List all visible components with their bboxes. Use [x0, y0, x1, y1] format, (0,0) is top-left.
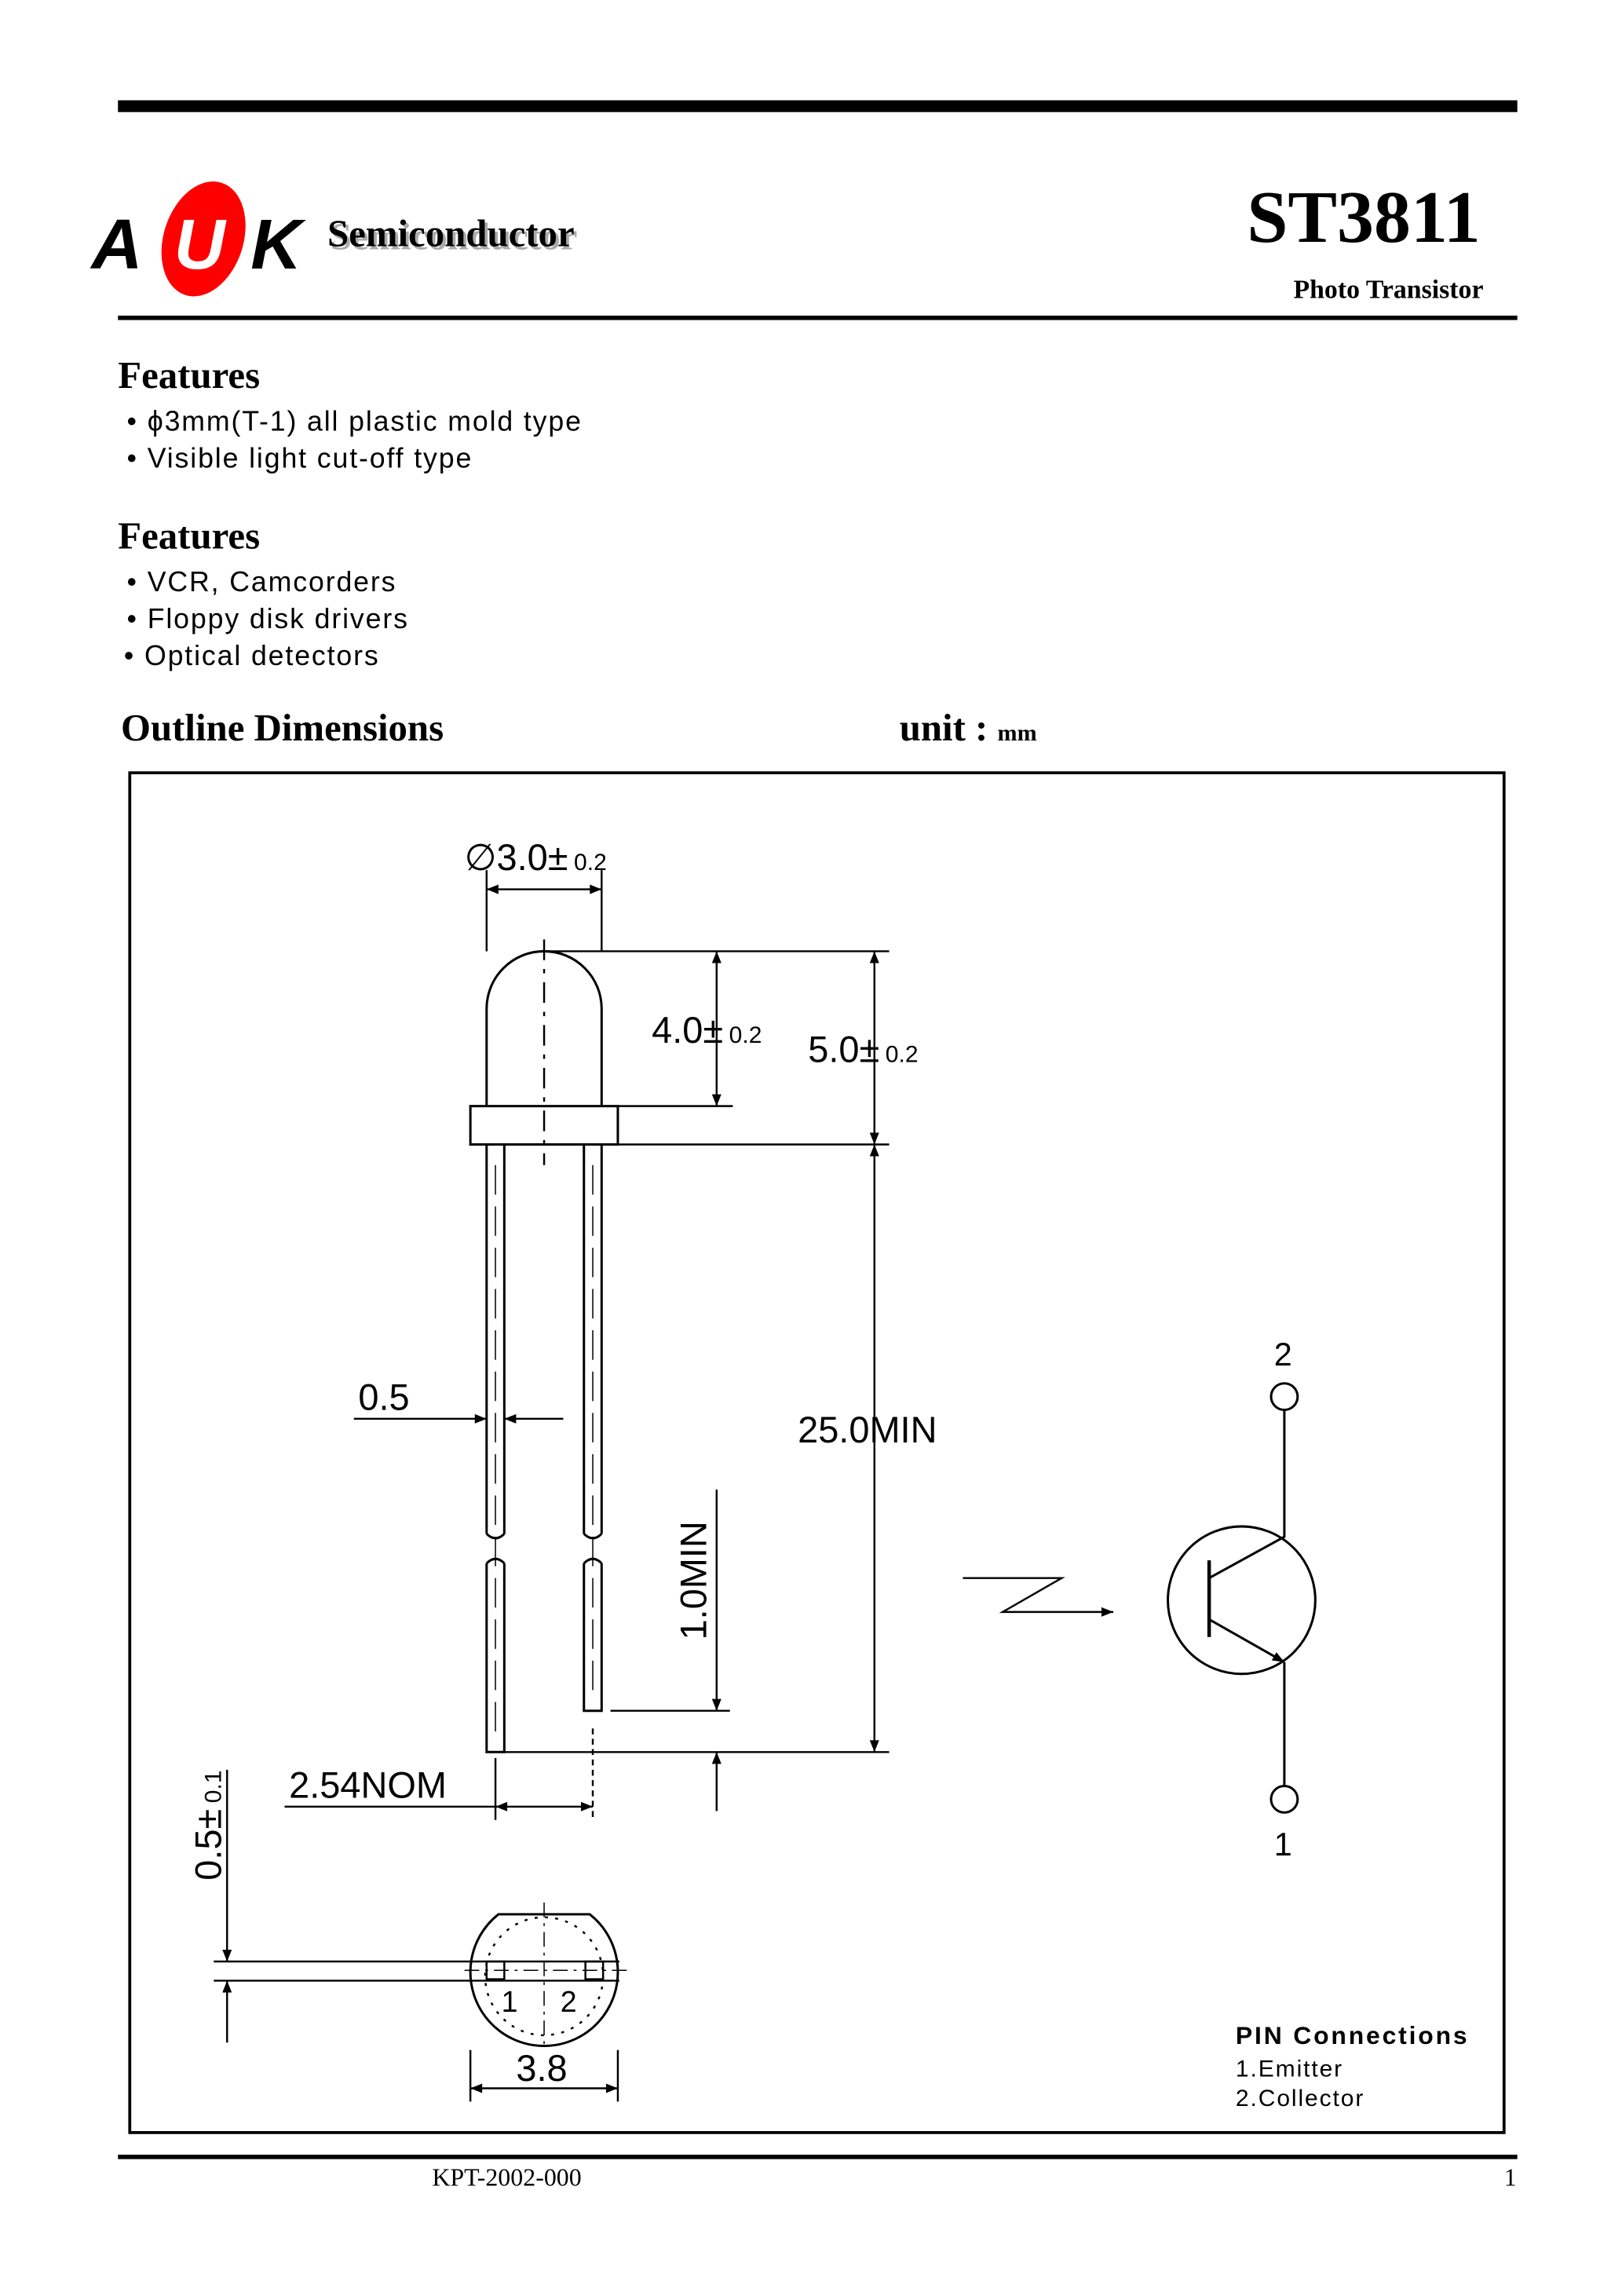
bottom-pin-1-label: 1 [502, 1985, 518, 2018]
bottom-pin-2-label: 2 [561, 1985, 577, 2018]
document-code: KPT-2002-000 [432, 2163, 582, 2192]
application-text: Floppy disk drivers [147, 605, 409, 636]
unit-label-text: unit : [899, 706, 988, 750]
feature-item: • ϕ3mm(T-1) all plastic mold type [126, 407, 583, 438]
application-item: • Floppy disk drivers [126, 605, 409, 636]
dim-flange-diameter: 3.8 [516, 2047, 567, 2089]
unit-value: mm [997, 721, 1037, 747]
features-heading: Features [118, 353, 261, 397]
top-rule [118, 100, 1518, 112]
symbol-pin-2-label: 2 [1274, 1336, 1292, 1373]
dim-lead-offset: 1.0MIN [673, 1521, 714, 1640]
unit-label: unit : mm [900, 707, 1037, 751]
part-type: Photo Transistor [1293, 274, 1484, 304]
phototransistor-symbol-icon [1167, 1382, 1317, 1814]
part-number: ST3811 [1247, 175, 1481, 258]
dim-body-height: 5.0±0.2 [808, 1028, 918, 1069]
symbol-pin-1-label: 1 [1274, 1826, 1292, 1863]
dim-lead-width: 0.5 [358, 1377, 409, 1418]
dim-lens-height: 4.0±0.2 [652, 1009, 762, 1051]
bottom-view-outline [469, 1913, 619, 2047]
feature-item: • Visible light cut-off type [126, 444, 473, 475]
feature-text: Visible light cut-off type [147, 444, 473, 475]
drawing-frame [128, 771, 1506, 2134]
application-text: Optical detectors [144, 642, 380, 673]
applications-heading: Features [118, 514, 261, 558]
dim-lead-length: 25.0MIN [798, 1409, 937, 1450]
light-arrow-icon [963, 1577, 1114, 1617]
page-number: 1 [1503, 2163, 1517, 2192]
svg-text:A: A [90, 205, 142, 284]
outline-heading: Outline Dimensions [121, 706, 444, 750]
application-item: • Optical detectors [123, 642, 380, 673]
auk-logo: A U K [90, 181, 306, 297]
dim-diameter: ∅3.0±0.2 [465, 836, 607, 878]
svg-text:U: U [174, 205, 227, 284]
dim-pitch: 2.54NOM [289, 1764, 447, 1806]
header-rule [118, 315, 1518, 320]
svg-text:K: K [250, 205, 306, 284]
application-text: VCR, Camcorders [147, 568, 397, 599]
company-name: Semiconductor [327, 212, 575, 255]
pin-connection-item: 1.Emitter [1236, 2057, 1343, 2082]
application-item: • VCR, Camcorders [126, 568, 397, 599]
pin-2-pad [584, 1960, 605, 1980]
feature-text: ϕ3mm(T-1) all plastic mold type [147, 407, 583, 438]
pin-connection-item: 2.Collector [1236, 2086, 1364, 2111]
pin-1-pad [485, 1960, 506, 1980]
footer-rule [118, 2155, 1518, 2159]
pin-connections-title: PIN Connections [1236, 2021, 1470, 2049]
dim-flange: 0.5±0.1 [188, 1770, 229, 1880]
